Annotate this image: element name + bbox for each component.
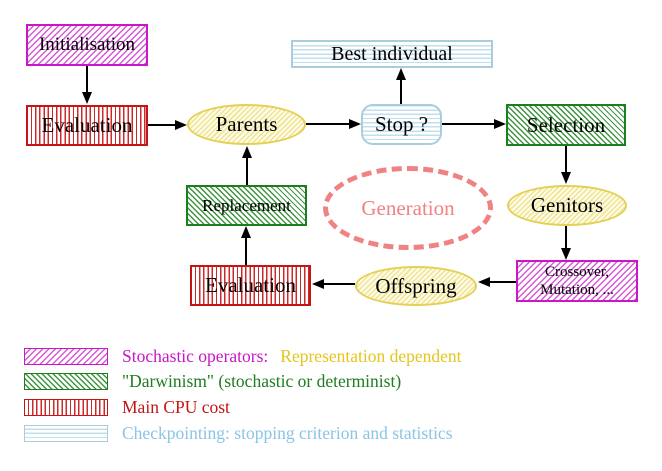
node-best-individual: Best individual [291, 40, 493, 68]
legend-swatch-darwinism [24, 373, 108, 390]
node-genitors: Genitors [507, 185, 627, 226]
legend-row-checkpointing: Checkpointing: stopping criterion and st… [24, 423, 453, 444]
legend-label-darwinism: "Darwinism" (stochastic or determinist) [122, 371, 402, 391]
generation-ellipse: Generation [323, 166, 493, 250]
node-evaluation-bottom: Evaluation [190, 265, 311, 306]
node-initialisation: Initialisation [26, 24, 148, 66]
legend-label-representation-dependent: Representation dependent [280, 346, 462, 366]
node-stop: Stop ? [361, 104, 442, 145]
crossover-label-line2: Mutation, ... [540, 282, 614, 298]
legend-swatch-checkpointing [24, 425, 108, 442]
legend-swatch-stochastic-operators [24, 348, 108, 365]
node-selection: Selection [506, 104, 626, 146]
legend-row-main-cpu-cost: Main CPU cost [24, 397, 230, 418]
crossover-label-line1: Crossover, [545, 264, 609, 280]
legend-label-checkpointing: Checkpointing: stopping criterion and st… [122, 423, 453, 443]
legend-row-stochastic-operators: Stochastic operators: Representation dep… [24, 346, 462, 367]
legend-swatch-main-cpu-cost [24, 399, 108, 416]
legend-label-stochastic-operators: Stochastic operators: [122, 346, 269, 366]
node-replacement: Replacement [186, 185, 307, 226]
node-parents: Parents [187, 104, 306, 145]
node-crossover-mutation: Crossover, Mutation, ... [516, 260, 638, 302]
legend-label-main-cpu-cost: Main CPU cost [122, 397, 230, 417]
node-offspring: Offspring [355, 266, 477, 306]
node-evaluation-top: Evaluation [26, 105, 148, 146]
legend-row-darwinism: "Darwinism" (stochastic or determinist) [24, 371, 401, 392]
